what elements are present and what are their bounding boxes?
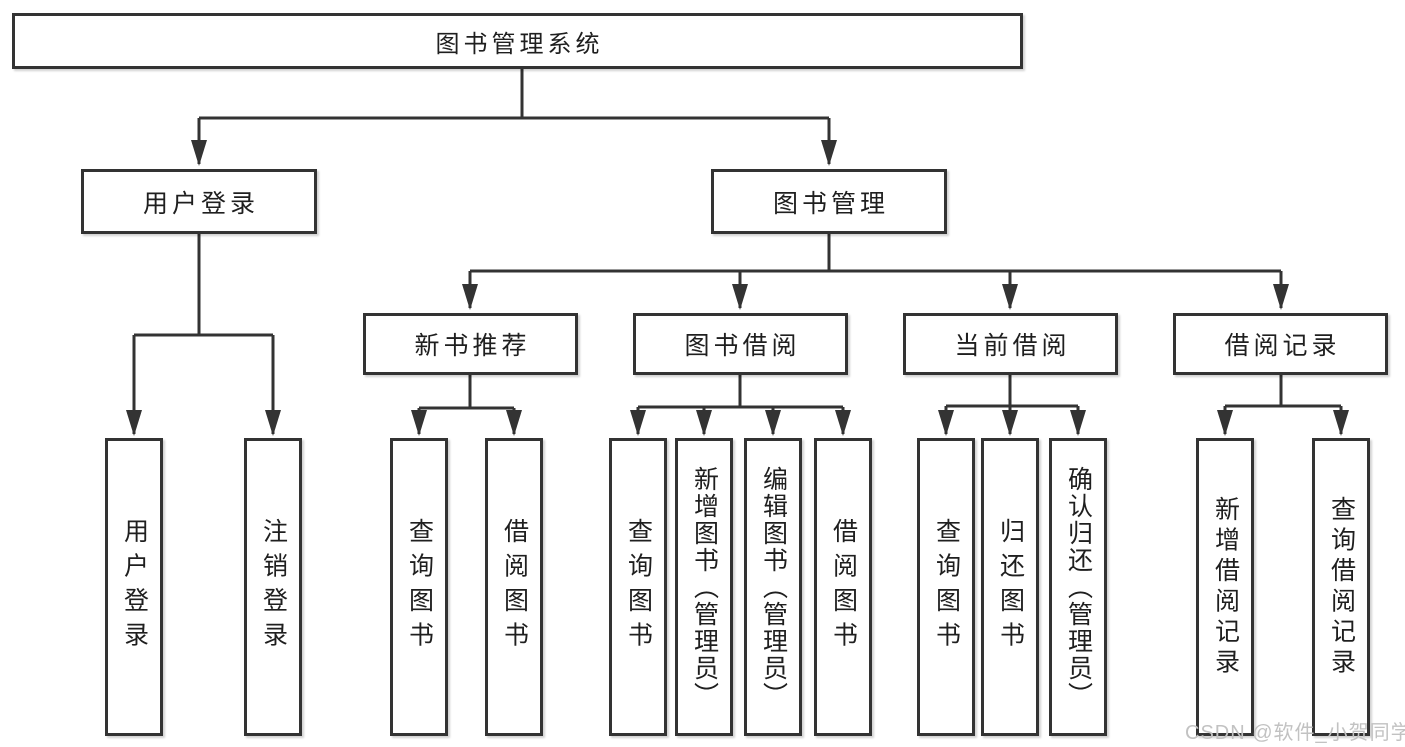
node-label: 新增图书（管理员） bbox=[690, 465, 719, 709]
node-label: 图书借阅 bbox=[684, 332, 801, 360]
node-user-login: 用户登录 bbox=[81, 169, 317, 234]
leaf-user-login: 用户登录 bbox=[105, 438, 163, 736]
node-label: 编辑图书（管理员） bbox=[759, 465, 788, 709]
leaf-add-borrow-record: 新增借阅记录 bbox=[1196, 438, 1254, 736]
node-label: 确认归还（管理员） bbox=[1064, 465, 1093, 709]
node-label: 注销登录 bbox=[259, 518, 288, 656]
rail-borrow-records bbox=[1225, 375, 1341, 408]
node-new-book-recommend: 新书推荐 bbox=[363, 313, 578, 375]
node-current-borrow: 当前借阅 bbox=[903, 313, 1118, 375]
leaf-add-book-admin: 新增图书（管理员） bbox=[675, 438, 733, 736]
node-library-management-system: 图书管理系统 bbox=[12, 13, 1023, 69]
leaf-search-borrow-record: 查询借阅记录 bbox=[1312, 438, 1370, 736]
rail-book-management bbox=[470, 233, 1281, 273]
node-label: 借阅图书 bbox=[829, 518, 858, 656]
node-book-borrow: 图书借阅 bbox=[633, 313, 848, 375]
leaf-search-books-2: 查询图书 bbox=[609, 438, 667, 736]
node-borrow-records: 借阅记录 bbox=[1173, 313, 1388, 375]
leaf-search-books-1: 查询图书 bbox=[390, 438, 448, 736]
node-label: 图书管理 bbox=[772, 189, 889, 218]
node-label: 新书推荐 bbox=[414, 332, 531, 360]
node-label: 用户登录 bbox=[142, 189, 259, 218]
node-label: 用户登录 bbox=[120, 518, 149, 656]
node-label: 借阅记录 bbox=[1224, 332, 1341, 360]
csdn-watermark: CSDN @软件_小贺同学 bbox=[1185, 722, 1405, 744]
node-label: 查询借阅记录 bbox=[1327, 495, 1356, 679]
leaf-search-books-3: 查询图书 bbox=[917, 438, 975, 736]
node-label: 查询图书 bbox=[405, 518, 434, 656]
node-label: 图书管理系统 bbox=[435, 30, 604, 58]
leaf-borrow-books-1: 借阅图书 bbox=[485, 438, 543, 736]
leaf-confirm-return-admin: 确认归还（管理员） bbox=[1049, 438, 1107, 736]
rail-current-borrow bbox=[946, 375, 1078, 408]
rail-root bbox=[199, 69, 829, 120]
node-label: 查询图书 bbox=[624, 518, 653, 656]
rail-book-borrow bbox=[638, 375, 843, 409]
node-book-management: 图书管理 bbox=[711, 169, 947, 234]
leaf-logout: 注销登录 bbox=[244, 438, 302, 736]
leaf-borrow-books-2: 借阅图书 bbox=[814, 438, 872, 736]
node-label: 借阅图书 bbox=[500, 518, 529, 656]
node-label: 当前借阅 bbox=[954, 332, 1071, 360]
node-label: 查询图书 bbox=[932, 518, 961, 656]
rail-user-login bbox=[134, 234, 273, 337]
node-label: 新增借阅记录 bbox=[1211, 495, 1240, 679]
leaf-return-books: 归还图书 bbox=[981, 438, 1039, 736]
rail-new-book bbox=[419, 375, 514, 410]
leaf-edit-book-admin: 编辑图书（管理员） bbox=[744, 438, 802, 736]
node-label: 归还图书 bbox=[996, 518, 1025, 656]
